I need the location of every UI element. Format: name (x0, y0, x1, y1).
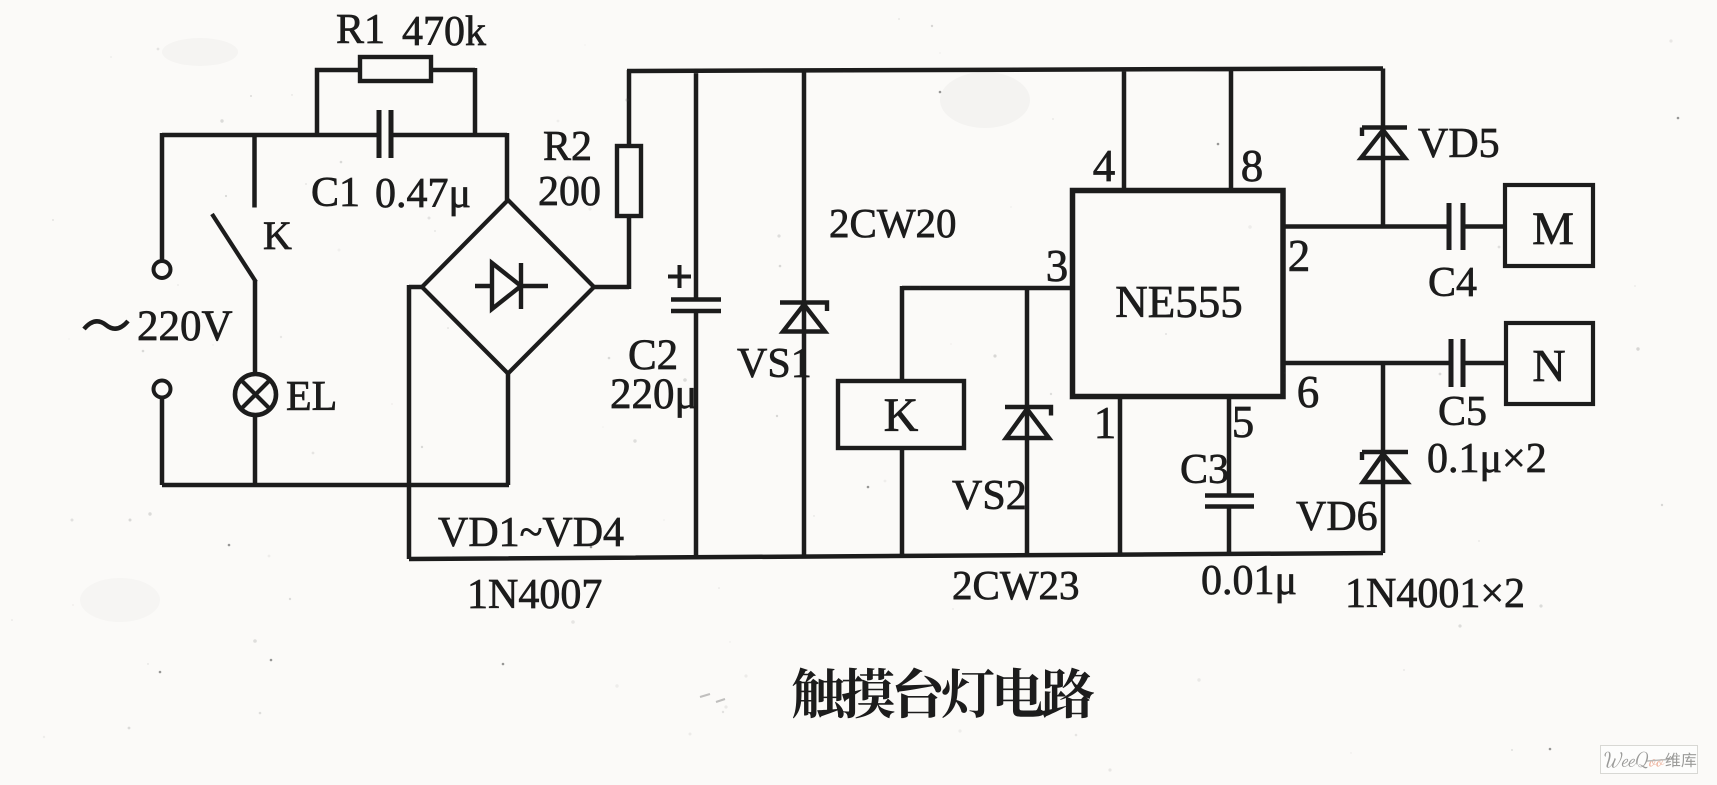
svg-text:K: K (263, 213, 292, 258)
svg-text:C5: C5 (1438, 389, 1487, 435)
svg-text:M: M (1532, 203, 1574, 255)
svg-text:C2: C2 (628, 332, 678, 379)
svg-text:K: K (884, 389, 919, 442)
svg-text:EL: EL (286, 374, 337, 420)
svg-text:VD5: VD5 (1418, 121, 1500, 167)
svg-text:1N4007: 1N4007 (467, 572, 602, 618)
svg-text:3: 3 (1046, 241, 1069, 291)
svg-text:0.47μ: 0.47μ (375, 171, 471, 217)
svg-text:0.1μ×2: 0.1μ×2 (1427, 436, 1547, 482)
svg-text:R1: R1 (336, 7, 385, 53)
svg-text:8: 8 (1241, 141, 1264, 191)
svg-text:2CW20: 2CW20 (829, 200, 957, 246)
svg-text:C4: C4 (1428, 260, 1477, 306)
svg-text:C3: C3 (1180, 447, 1229, 493)
svg-text:2CW23: 2CW23 (952, 562, 1080, 608)
svg-text:R2: R2 (543, 124, 592, 170)
svg-text:4: 4 (1093, 141, 1116, 191)
svg-text:2: 2 (1288, 231, 1311, 281)
svg-text:220V: 220V (137, 303, 233, 350)
svg-text:5: 5 (1232, 397, 1255, 447)
svg-text:NE555: NE555 (1115, 277, 1243, 327)
svg-text:VD1~VD4: VD1~VD4 (438, 510, 624, 556)
svg-text:VS2: VS2 (952, 473, 1027, 519)
svg-text:6: 6 (1297, 367, 1320, 417)
svg-text:200: 200 (538, 169, 601, 215)
svg-text:N: N (1532, 340, 1565, 391)
svg-text:1: 1 (1094, 398, 1117, 448)
svg-text:C1: C1 (311, 170, 360, 216)
svg-text:VS1: VS1 (737, 341, 812, 387)
svg-text:0.01μ: 0.01μ (1201, 558, 1297, 604)
svg-text:470k: 470k (402, 9, 486, 55)
svg-text:VD6: VD6 (1296, 494, 1378, 540)
svg-text:220μ: 220μ (610, 371, 698, 418)
svg-text:1N4001×2: 1N4001×2 (1345, 571, 1525, 617)
